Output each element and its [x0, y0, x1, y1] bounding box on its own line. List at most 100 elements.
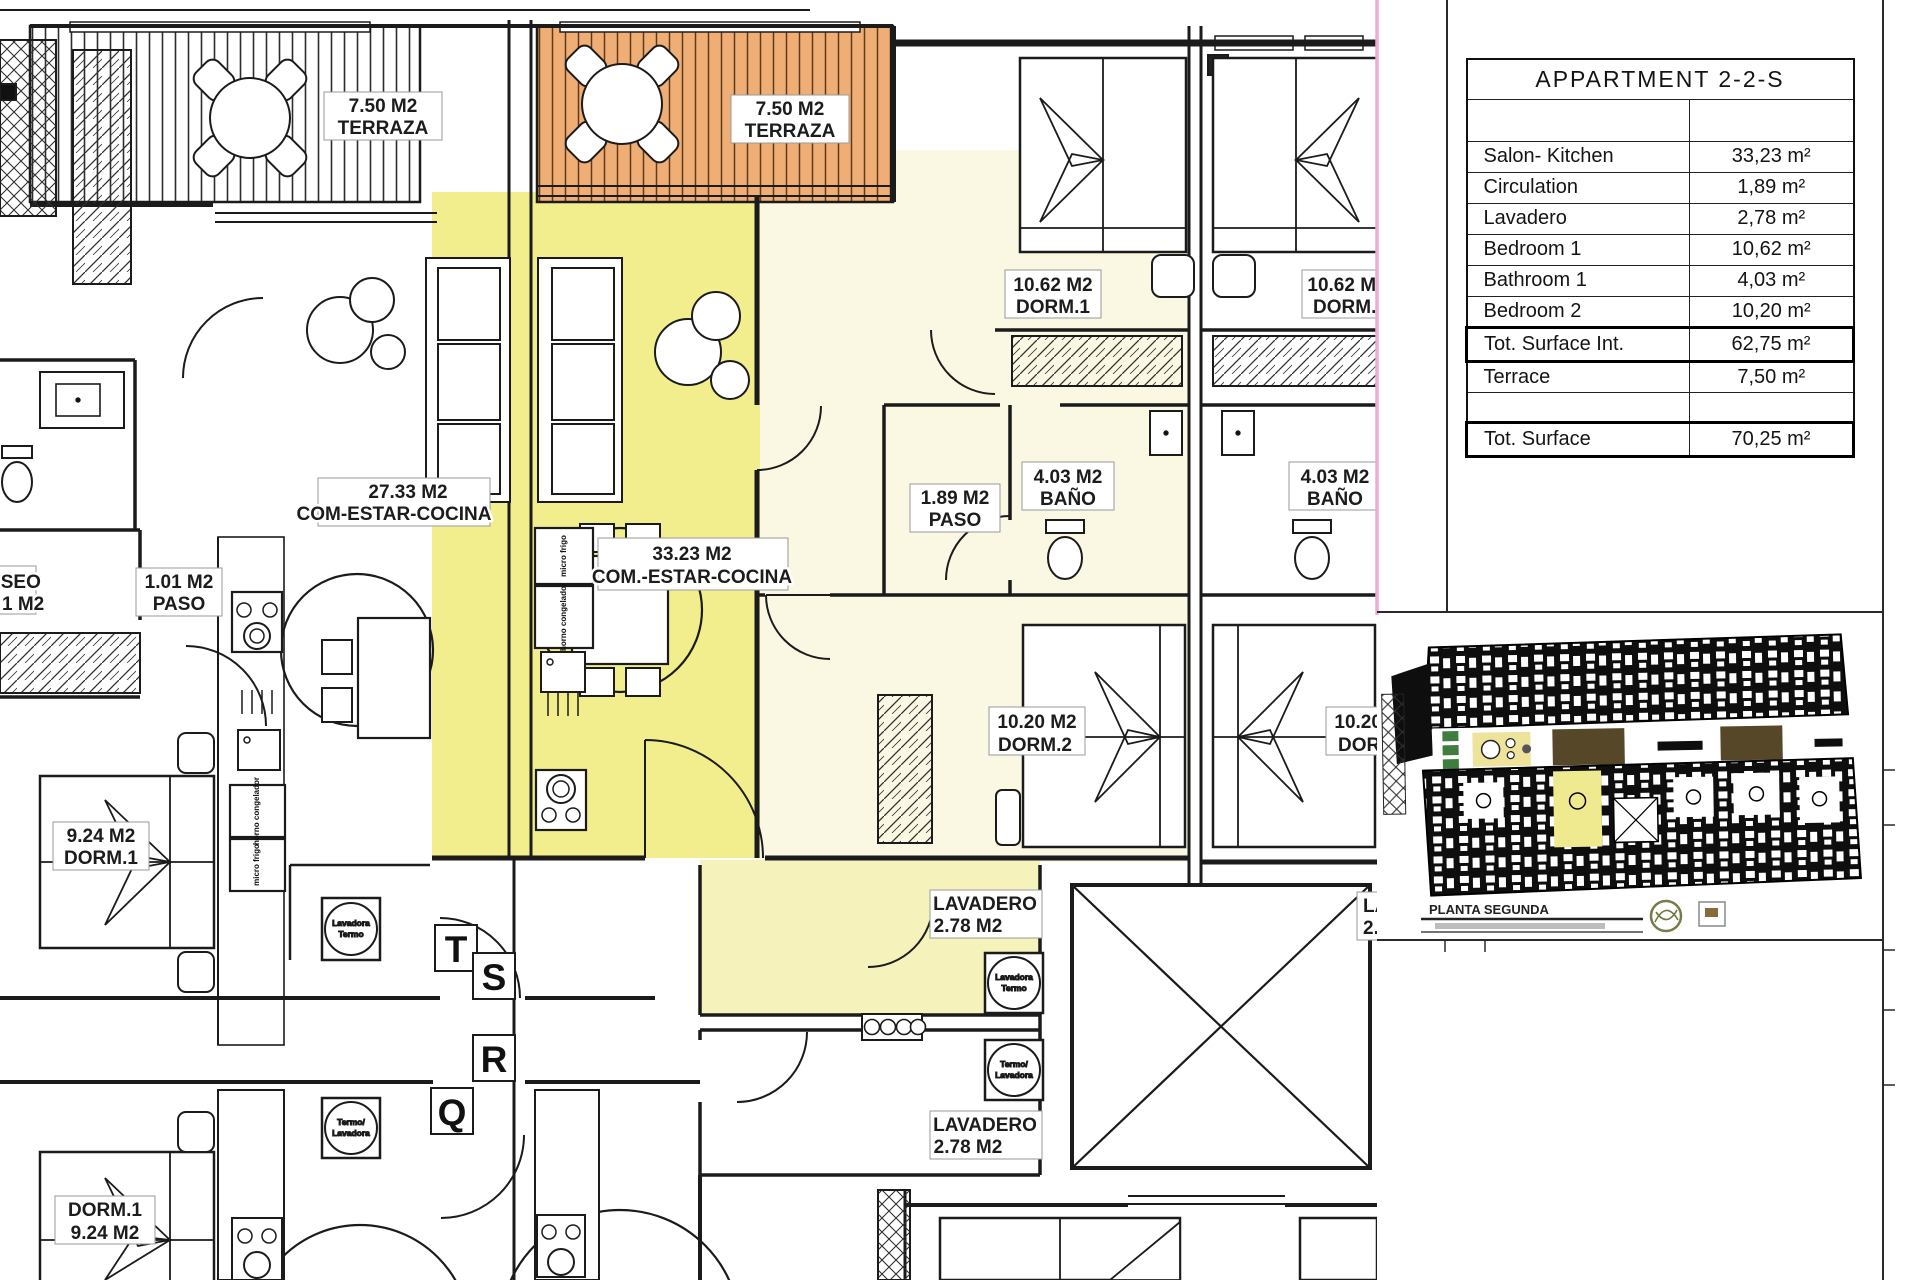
room-label: 9.24 M2: [67, 826, 136, 847]
table-cell: Salon- Kitchen: [1466, 140, 1690, 173]
table-cell: 7,50 m²: [1689, 360, 1854, 393]
room-label: 10.62 M2: [1307, 275, 1386, 296]
appliance-label: micro frigo: [559, 535, 568, 577]
inset-caption: PLANTA SEGUNDA: [1429, 902, 1550, 917]
floor-overview-inset: PLANTA SEGUNDA: [1381, 633, 1862, 933]
room-label: PASO: [929, 510, 981, 531]
label-boxes: [0, 91, 1377, 1245]
room-label: 33.23 M2: [652, 544, 731, 565]
svg-text:Lavadora: Lavadora: [332, 918, 370, 928]
table-cell: 4,03 m²: [1689, 264, 1854, 297]
room-label: TERRAZA: [338, 118, 429, 139]
room-label: BAÑO: [1040, 488, 1096, 510]
svg-text:Lavadora: Lavadora: [995, 1070, 1033, 1080]
room-label: DORM.2: [1338, 735, 1412, 756]
table-cell: Tot. Surface Int.: [1465, 325, 1690, 363]
table-cell: 70,25 m²: [1689, 420, 1855, 458]
room-label: COM-ESTAR-COCINA: [297, 504, 492, 525]
handrail-columns: [861, 1013, 927, 1041]
room-label: 7.50 M2: [349, 96, 418, 117]
section-marker-t: T: [445, 929, 468, 970]
table-cell: [1689, 98, 1854, 142]
section-markers: T S R Q: [430, 924, 516, 1135]
room-label: 1.89 M2: [921, 488, 990, 509]
svg-text:Termo/: Termo/: [337, 1117, 365, 1127]
inset-logo: [1649, 899, 1683, 933]
terrace-table-left: [192, 58, 308, 178]
kitchen-left: [217, 536, 287, 1280]
beds-bottom-right: [938, 1216, 1377, 1280]
section-marker-q: Q: [438, 1092, 467, 1133]
room-label: LAVADERO: [1363, 896, 1467, 917]
table-cell: Lavadero: [1466, 202, 1690, 235]
table-row: Lavadero 2,78 m²: [1466, 202, 1854, 235]
room-label: 7.50 M2: [756, 99, 825, 120]
section-marker-r: R: [481, 1039, 508, 1080]
room-label: 27.33 M2: [368, 482, 447, 503]
room-label: 9.24 M2: [71, 1223, 140, 1244]
room-label: DORM.2: [998, 735, 1072, 756]
table-cell: Bedroom 2: [1466, 295, 1690, 328]
inset-subcaption-illegible: [1435, 923, 1605, 929]
table-cell: Tot. Surface: [1465, 420, 1690, 458]
room-label: DORM.1: [64, 848, 138, 869]
room-label: BAÑO: [1307, 488, 1363, 510]
table-cell: Bathroom 1: [1466, 264, 1690, 297]
table-row: Bedroom 1 10,62 m²: [1466, 233, 1854, 266]
bed-dorm1-center: [1018, 56, 1195, 298]
table-row: Circulation 1,89 m²: [1466, 171, 1854, 204]
table-cell: 1,89 m²: [1689, 171, 1854, 204]
table-row: Bathroom 1 4,03 m²: [1466, 264, 1854, 297]
room-label: PASO: [153, 594, 205, 615]
table-cell: 10,20 m²: [1689, 295, 1854, 328]
svg-text:Termo: Termo: [338, 929, 363, 939]
apartment-title: APPARTMENT 2-2-S: [1466, 58, 1854, 100]
room-label: 4.03 M2: [1301, 467, 1370, 488]
table-cell: 10,62 m²: [1689, 233, 1854, 266]
table-cell: [1689, 391, 1854, 423]
room-label: 10.62 M2: [1013, 275, 1092, 296]
room-label: 2.78 M2: [934, 1137, 1003, 1158]
room-label: 2.78 M2: [1363, 918, 1432, 939]
section-marker-s: S: [482, 957, 507, 998]
table-cell: [1466, 391, 1690, 423]
table-cell: 2,78 m²: [1689, 202, 1854, 235]
room-label: 1 M2: [2, 594, 44, 615]
table-cell: Terrace: [1466, 360, 1690, 393]
room-labels: 7.50 M2 TERRAZA 7.50 M2 TERRAZA 27.33 M2…: [0, 94, 1467, 1247]
room-label: 2.78 M2: [934, 916, 1003, 937]
appliance-label: horno congelador: [559, 583, 568, 651]
table-row-total-interior: Tot. Surface Int. 62,75 m²: [1465, 325, 1855, 363]
room-label: LAVADERO: [933, 1115, 1037, 1136]
room-label: DORM.1: [68, 1200, 142, 1221]
table-row: [1466, 98, 1854, 142]
room-label: DORM.1: [1313, 297, 1387, 318]
inset-caption-block: PLANTA SEGUNDA: [1421, 899, 1726, 933]
washer: Termo/Lavadora: [320, 1096, 382, 1160]
table-cell: [1466, 98, 1690, 142]
surface-table: APPARTMENT 2-2-S Salon- Kitchen 33,23 m²…: [1465, 58, 1855, 458]
table-cell: 33,23 m²: [1689, 140, 1854, 173]
table-cell: Bedroom 1: [1466, 233, 1690, 266]
table-cell: Circulation: [1466, 171, 1690, 204]
room-label: DORM.1: [1016, 297, 1090, 318]
bed-dorm1-right: [1211, 56, 1377, 298]
svg-text:Lavadora: Lavadora: [332, 1128, 370, 1138]
table-cell: 62,75 m²: [1689, 325, 1855, 363]
table-row: Terrace 7,50 m²: [1466, 360, 1854, 393]
svg-text:Termo: Termo: [1001, 983, 1026, 993]
table-row: Salon- Kitchen 33,23 m²: [1466, 140, 1854, 173]
room-label: 10.20 M2: [1334, 712, 1413, 733]
room-label: LAVADERO: [933, 894, 1037, 915]
svg-text:Termo/: Termo/: [1000, 1059, 1028, 1069]
appliance-label: micro frigo: [252, 844, 261, 886]
table-row: APPARTMENT 2-2-S: [1466, 58, 1854, 100]
washer: Termo/Lavadora: [983, 1038, 1045, 1102]
wardrobes: [0, 39, 1377, 1280]
room-label: 1.01 M2: [145, 572, 214, 593]
svg-text:Lavadora: Lavadora: [995, 972, 1033, 982]
